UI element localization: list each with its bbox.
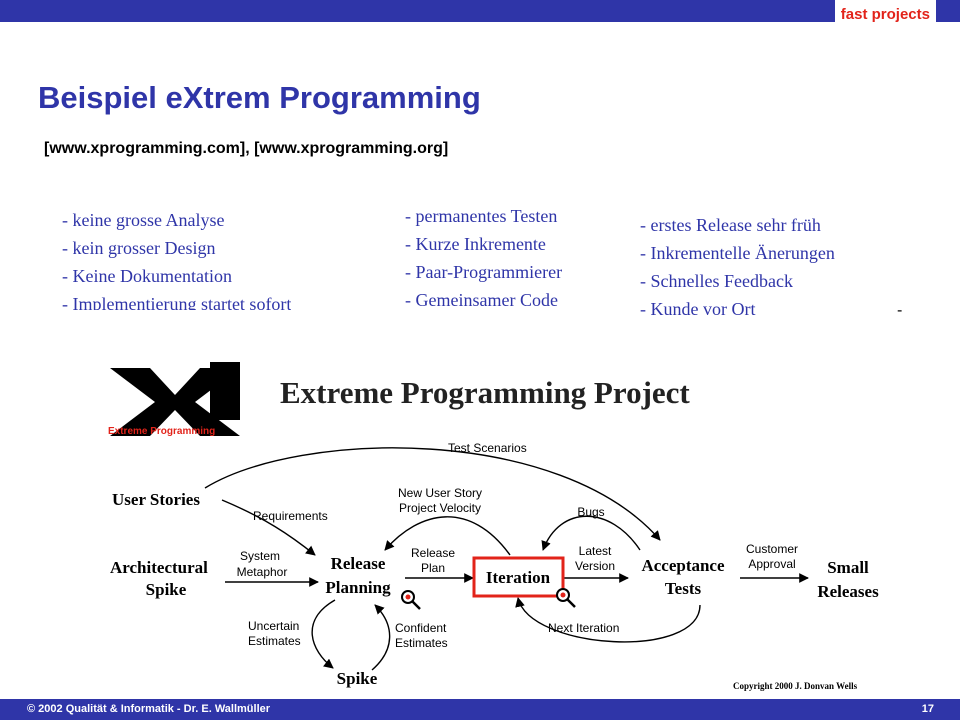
list-item: - erstes Release sehr früh bbox=[640, 215, 821, 235]
bullet-list-2: - permanentes Testen - Kurze Inkremente … bbox=[405, 202, 562, 312]
label-uncertain-estimates: Estimates bbox=[248, 634, 301, 648]
xp-logo: Extreme Programming bbox=[108, 362, 240, 437]
arrow-bugs bbox=[541, 515, 641, 551]
magnifier-icon bbox=[556, 588, 576, 608]
footer-copyright: © 2002 Qualität & Informatik - Dr. E. Wa… bbox=[27, 703, 271, 715]
logo-x-shape bbox=[110, 368, 240, 436]
node-architectural-spike-line2: Spike bbox=[146, 580, 187, 599]
arrow-confident bbox=[371, 604, 391, 671]
list-item: - Kurze Inkremente bbox=[405, 234, 546, 254]
label-test-scenarios: Test Scenarios bbox=[448, 441, 527, 455]
label-confident: Confident bbox=[395, 621, 447, 635]
arrow-next-iteration bbox=[515, 597, 701, 643]
label-latest: Latest bbox=[579, 544, 612, 558]
top-bar bbox=[0, 0, 960, 22]
list-item: - Keine Dokumentation bbox=[62, 266, 232, 286]
node-small-releases-line2: Releases bbox=[817, 582, 879, 601]
node-architectural-spike-line1: Architectural bbox=[110, 558, 208, 577]
node-user-stories: User Stories bbox=[112, 490, 200, 509]
list-item: - keine grosse Analyse bbox=[62, 210, 225, 230]
label-next-iteration: Next Iteration bbox=[548, 621, 619, 635]
label-approval: Approval bbox=[748, 557, 795, 571]
bullet-list-1: - keine grosse Analyse - kein grosser De… bbox=[62, 206, 291, 310]
list-item: - Schnelles Feedback bbox=[640, 271, 793, 291]
node-small-releases-line1: Small bbox=[827, 558, 869, 577]
diagram-heading: Extreme Programming Project bbox=[280, 375, 690, 410]
arrow-uncertain bbox=[311, 599, 336, 669]
label-customer: Customer bbox=[746, 542, 798, 556]
slide-subtitle: [www.xprogramming.com], [www.xprogrammin… bbox=[44, 140, 449, 157]
list-item: - permanentes Testen bbox=[405, 206, 558, 226]
list-item: - Kunde vor Ort bbox=[640, 299, 756, 319]
bullet-list-3: - erstes Release sehr früh - Inkrementel… bbox=[640, 211, 835, 321]
diagram-copyright: Copyright 2000 J. Donvan Wells bbox=[733, 681, 858, 691]
arrow-new-story bbox=[384, 516, 511, 556]
diagram-arrows bbox=[204, 447, 809, 671]
label-new-user-story: New User Story bbox=[398, 486, 482, 500]
label-release: Release bbox=[411, 546, 455, 560]
node-spike: Spike bbox=[337, 669, 378, 688]
magnifier-icon bbox=[401, 590, 421, 610]
list-item: - Paar-Programmierer bbox=[405, 262, 563, 282]
xp-process-diagram: Extreme Programming Extreme Programming … bbox=[108, 362, 879, 691]
label-plan: Plan bbox=[421, 561, 445, 575]
page-number: 17 bbox=[921, 703, 934, 715]
logo-p-block bbox=[210, 362, 240, 420]
list-item: - kein grosser Design bbox=[62, 238, 216, 258]
footer-bar: © 2002 Qualität & Informatik - Dr. E. Wa… bbox=[0, 699, 960, 720]
label-bugs: Bugs bbox=[577, 505, 604, 519]
list-item: - Implementierung startet sofort bbox=[62, 294, 292, 310]
slide-title: Beispiel eXtrem Programming bbox=[38, 80, 481, 115]
label-system: System bbox=[240, 549, 280, 563]
list-item: - Inkrementelle Änerungen bbox=[640, 243, 835, 263]
label-requirements: Requirements bbox=[253, 509, 328, 523]
node-acceptance-tests-line1: Acceptance bbox=[641, 556, 725, 575]
arrow-test-scenarios bbox=[204, 447, 661, 541]
label-version: Version bbox=[575, 559, 615, 573]
label-uncertain: Uncertain bbox=[248, 619, 299, 633]
logo-text: Extreme Programming bbox=[108, 426, 215, 437]
node-release-planning-line1: Release bbox=[331, 554, 386, 573]
node-acceptance-tests-line2: Tests bbox=[665, 579, 702, 598]
label-project-velocity: Project Velocity bbox=[399, 501, 481, 515]
list-item: - Gemeinsamer Code bbox=[405, 290, 558, 310]
stray-dash: - bbox=[897, 302, 903, 319]
node-iteration: Iteration bbox=[486, 568, 551, 587]
node-release-planning-line2: Planning bbox=[325, 578, 391, 597]
iteration-box bbox=[472, 556, 565, 598]
label-confident-estimates: Estimates bbox=[395, 636, 448, 650]
label-metaphor: Metaphor bbox=[237, 565, 288, 579]
arrow-requirements bbox=[221, 499, 316, 556]
brand-label: fast projects bbox=[834, 0, 936, 30]
